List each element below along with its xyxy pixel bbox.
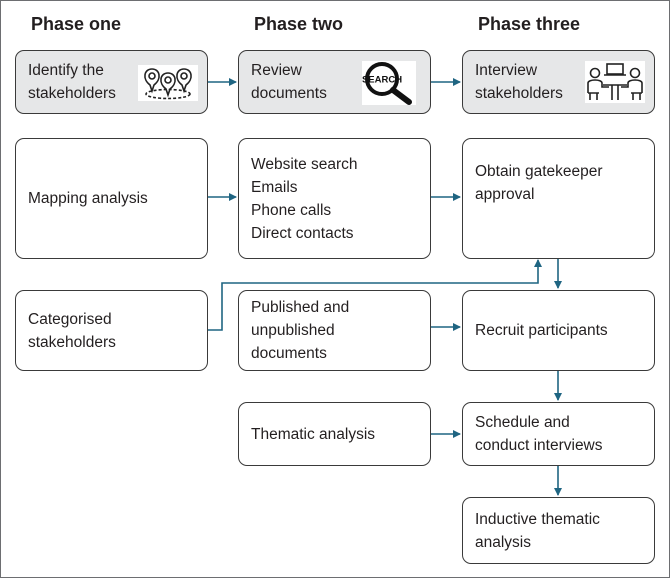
search-icon-text: SEARCH <box>362 75 402 86</box>
interview-stakeholders-label: Interview stakeholders <box>475 62 563 102</box>
arrow-categorised-to-gatekeeper <box>208 259 542 331</box>
categorised-stakeholders-box: Categorised stakeholders <box>15 290 208 371</box>
categorised-stakeholders-label: Categorised stakeholders <box>28 310 116 351</box>
published-documents-box: Published and unpublished documents <box>238 290 431 371</box>
gatekeeper-approval-label: Obtain gatekeeper approval <box>475 163 603 203</box>
inductive-analysis-label: Inductive thematic analysis <box>475 510 600 551</box>
review-documents-label: Review documents <box>251 62 327 102</box>
website-search-box: Website search Emails Phone calls Direct… <box>238 138 431 259</box>
schedule-interviews-label: Schedule and conduct interviews <box>475 414 603 454</box>
interview-meeting-icon <box>585 61 645 103</box>
thematic-analysis-box: Thematic analysis <box>238 402 431 466</box>
stakeholder-map-pins-icon <box>138 65 198 101</box>
search-magnifier-icon: SEARCH <box>362 61 416 105</box>
mapping-analysis-label: Mapping analysis <box>28 190 148 207</box>
phase-one-heading: Phase one <box>31 14 122 34</box>
thematic-analysis-label: Thematic analysis <box>251 425 376 443</box>
published-documents-label: Published and unpublished documents <box>251 299 350 362</box>
gatekeeper-approval-box: Obtain gatekeeper approval <box>462 138 655 259</box>
phase-three-heading: Phase three <box>478 14 581 34</box>
schedule-interviews-box: Schedule and conduct interviews <box>462 402 655 466</box>
identify-stakeholders-label: Identify the stakeholders <box>28 62 116 102</box>
website-search-label: Website search Emails Phone calls Direct… <box>251 155 358 242</box>
recruit-participants-box: Recruit participants <box>462 290 655 371</box>
phase-two-heading: Phase two <box>254 14 344 34</box>
recruit-participants-label: Recruit participants <box>475 322 608 339</box>
inductive-analysis-box: Inductive thematic analysis <box>462 497 655 564</box>
mapping-analysis-box: Mapping analysis <box>15 138 208 259</box>
